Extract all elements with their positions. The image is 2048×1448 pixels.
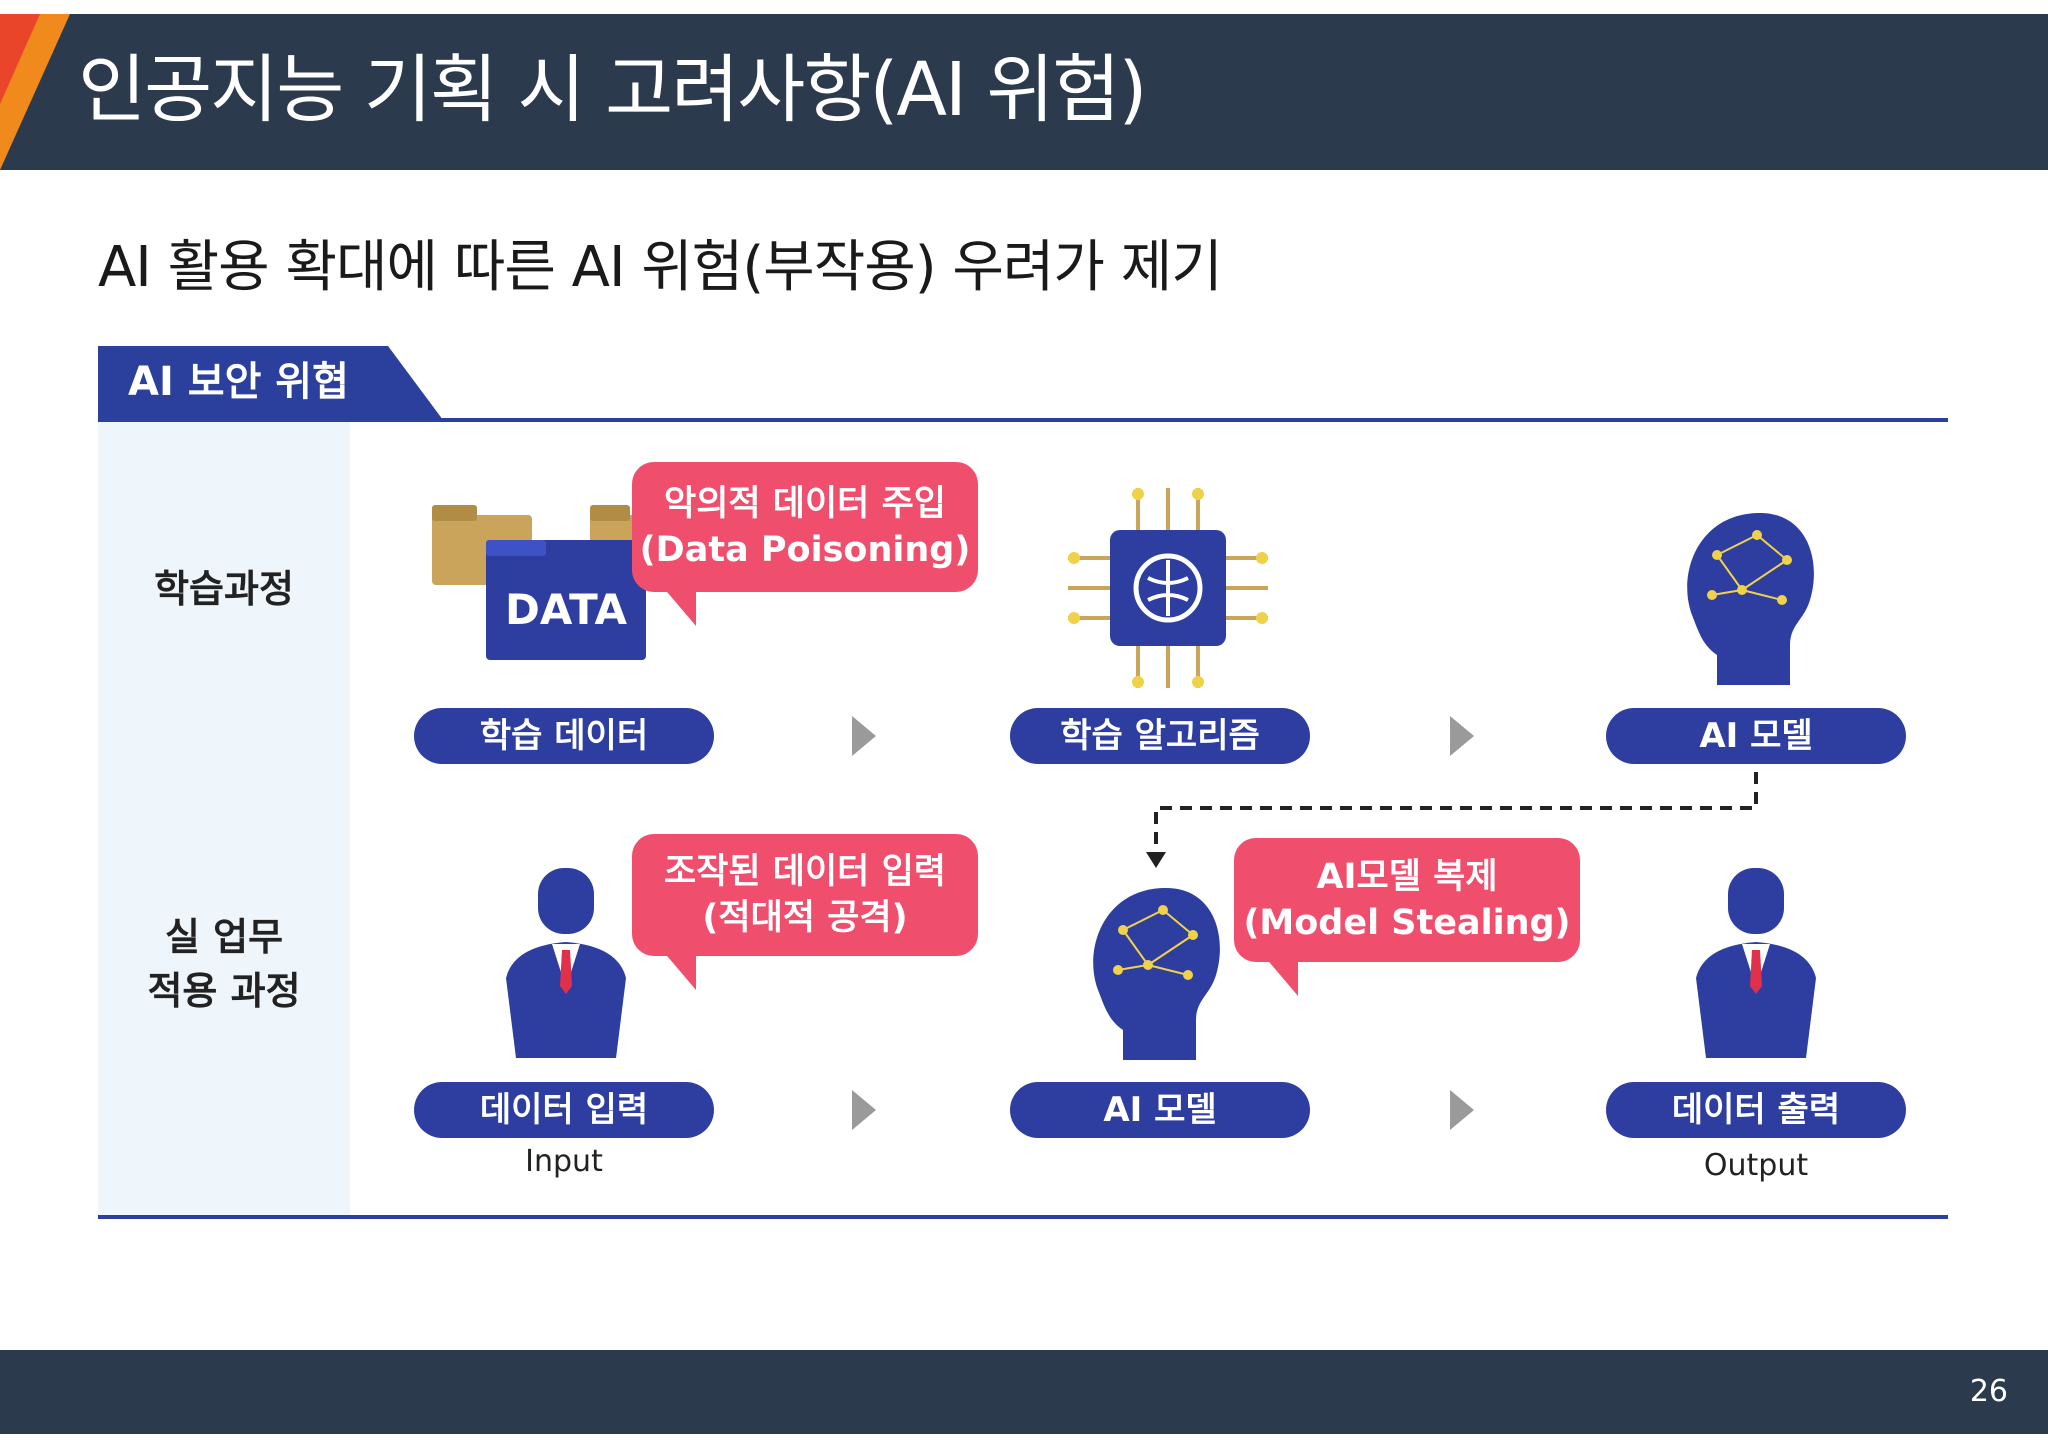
data-box-label: DATA bbox=[504, 585, 627, 634]
callout-data-poisoning: 악의적 데이터 주입 (Data Poisoning) bbox=[632, 462, 978, 626]
ai-head-icon bbox=[1687, 512, 1814, 685]
row-header-deploy-line2: 적용 과정 bbox=[147, 969, 301, 1013]
arrow-right-icon bbox=[852, 716, 876, 756]
row-header-deploy: 실 업무 적용 과정 bbox=[98, 910, 350, 1018]
panel-bottom-rule bbox=[98, 1215, 1948, 1219]
callout-tail bbox=[1264, 956, 1298, 996]
arrow-right-icon bbox=[1450, 1090, 1474, 1130]
callout-adversarial-attack: 조작된 데이터 입력 (적대적 공격) bbox=[632, 834, 978, 990]
pill-data-input: 데이터 입력 bbox=[414, 1082, 714, 1138]
pill-training-data: 학습 데이터 bbox=[414, 708, 714, 764]
person-icon bbox=[506, 868, 626, 1058]
page-subtitle: AI 활용 확대에 따른 AI 위험(부작용) 우려가 제기 bbox=[98, 235, 1223, 300]
person-icon bbox=[1696, 868, 1816, 1058]
callout-adversarial-line2: (적대적 공격) bbox=[702, 898, 908, 938]
callout-data-poisoning-line1: 악의적 데이터 주입 bbox=[664, 484, 946, 524]
callout-data-poisoning-line2: (Data Poisoning) bbox=[639, 530, 971, 570]
sublabel-input: Input bbox=[525, 1144, 603, 1179]
callout-tail bbox=[662, 950, 696, 990]
pill-training-algorithm: 학습 알고리즘 bbox=[1010, 708, 1310, 764]
callout-model-stealing-line1: AI모델 복제 bbox=[1316, 857, 1498, 897]
page-title: 인공지능 기획 시 고려사항(AI 위험) bbox=[78, 47, 1147, 133]
section-tab bbox=[98, 346, 443, 420]
arrow-right-icon bbox=[1450, 716, 1474, 756]
pill-ai-model-bottom: AI 모델 bbox=[1010, 1082, 1310, 1138]
page-number: 26 bbox=[1969, 1374, 2008, 1409]
title-accent-stripe bbox=[0, 14, 70, 170]
pill-data-output: 데이터 출력 bbox=[1606, 1082, 1906, 1138]
callout-adversarial-line1: 조작된 데이터 입력 bbox=[664, 852, 946, 892]
callout-model-stealing-line2: (Model Stealing) bbox=[1243, 903, 1571, 943]
ai-head-icon bbox=[1093, 887, 1220, 1060]
title-bar bbox=[0, 14, 2048, 170]
pill-ai-model-top: AI 모델 bbox=[1606, 708, 1906, 764]
sublabel-output: Output bbox=[1703, 1148, 1809, 1183]
row-header-column bbox=[98, 422, 350, 1215]
arrow-right-icon bbox=[852, 1090, 876, 1130]
model-stealing-connector bbox=[1146, 772, 1758, 868]
data-box-icon bbox=[486, 540, 646, 660]
panel-top-rule bbox=[98, 418, 1948, 422]
section-label: AI 보안 위협 bbox=[128, 359, 349, 405]
callout-tail bbox=[662, 586, 696, 626]
footer-bar bbox=[0, 1350, 2048, 1434]
row-header-training: 학습과정 bbox=[154, 567, 294, 611]
row-header-deploy-line1: 실 업무 bbox=[164, 915, 284, 959]
ai-chip-icon bbox=[1068, 488, 1268, 688]
callout-model-stealing: AI모델 복제 (Model Stealing) bbox=[1234, 838, 1580, 996]
